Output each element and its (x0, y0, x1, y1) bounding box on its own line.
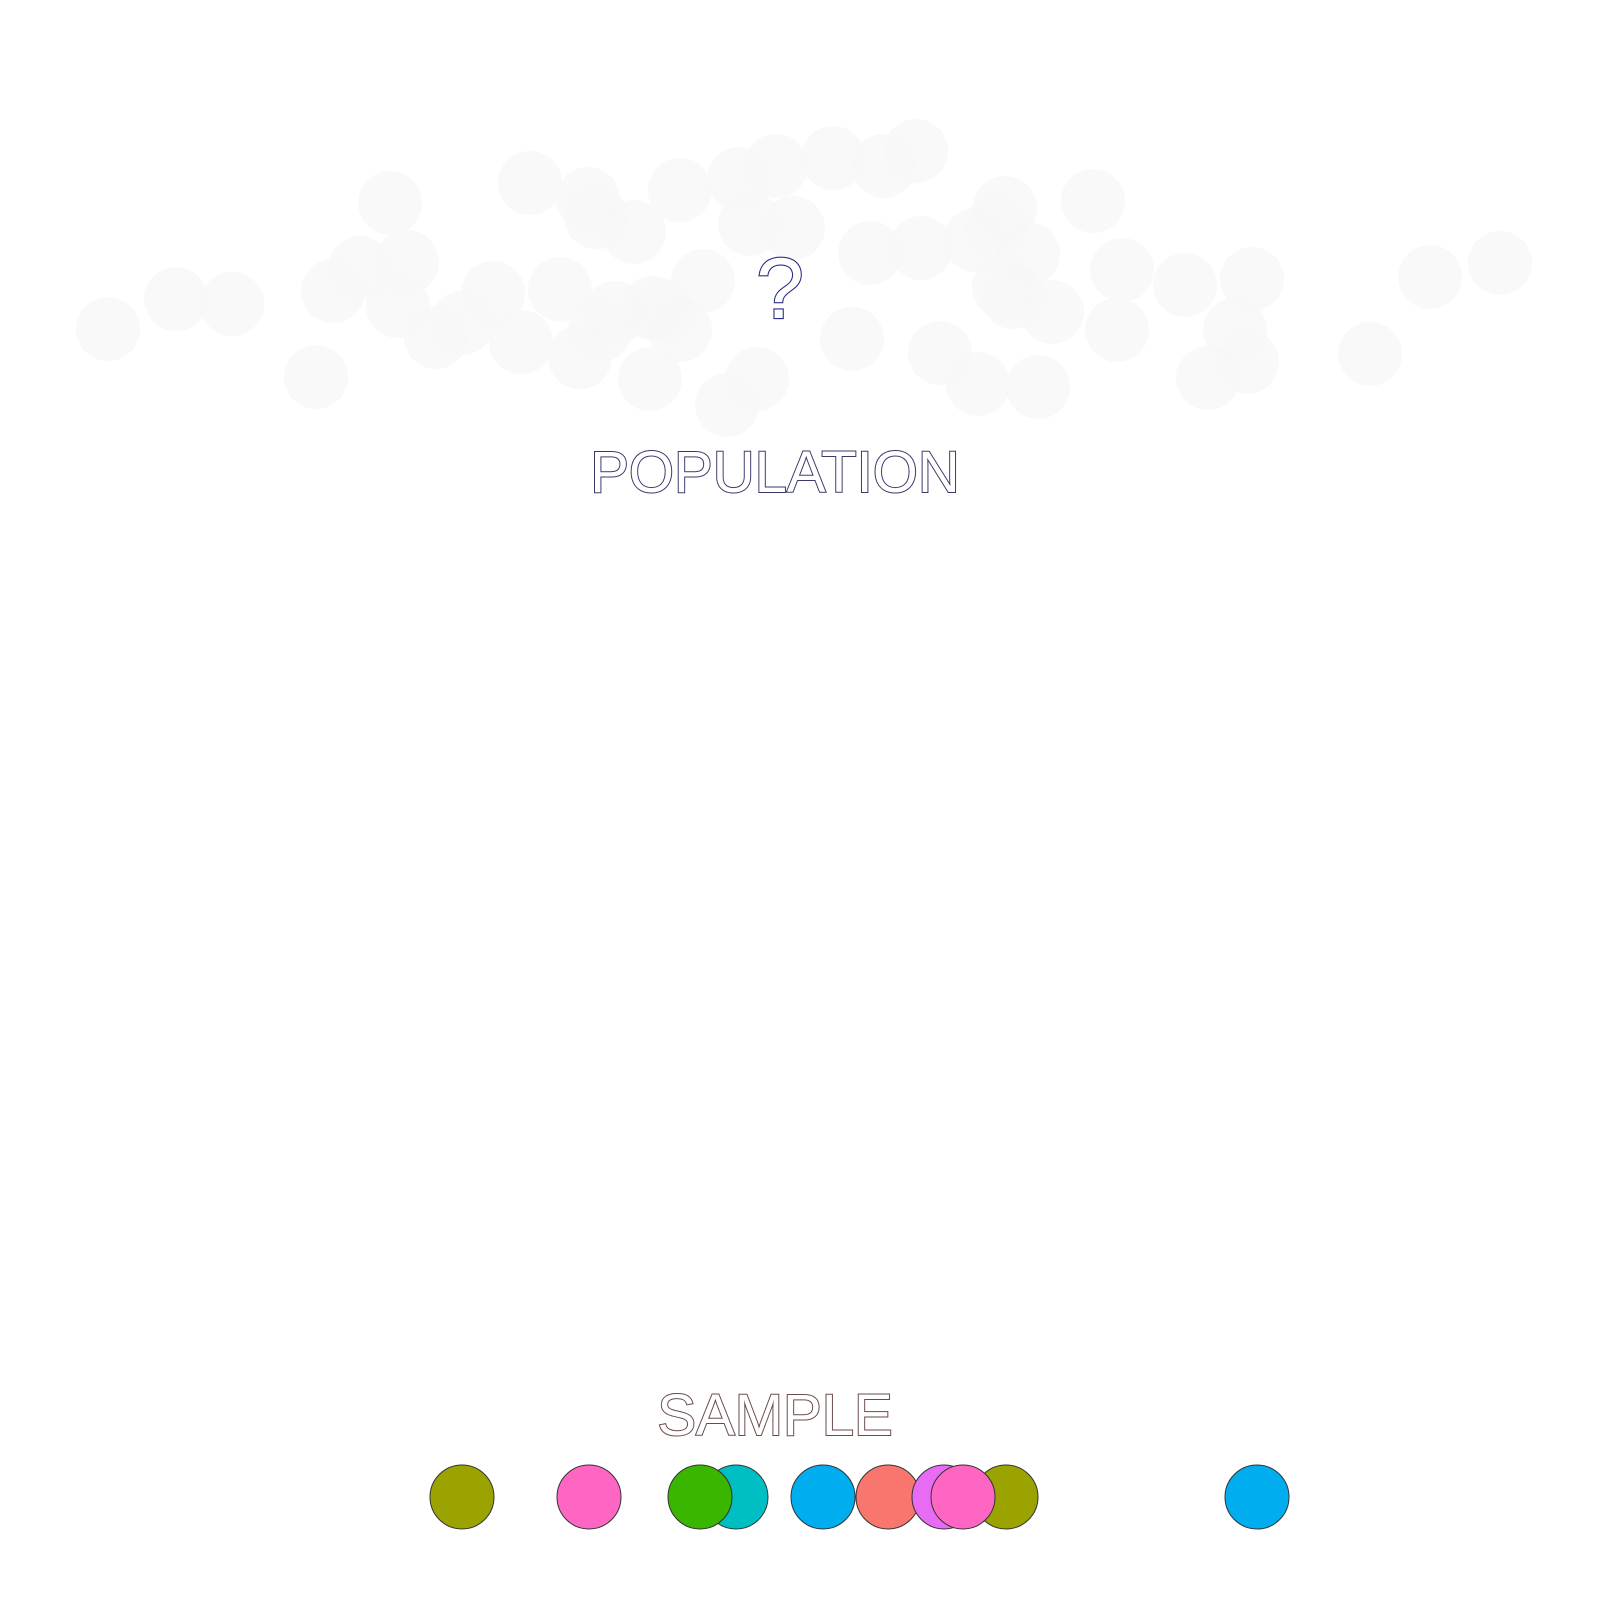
population-dot (1468, 231, 1532, 295)
sample-dot (429, 1464, 495, 1530)
sample-label: SAMPLE (657, 1383, 892, 1448)
population-dot (528, 257, 592, 321)
population-dot (671, 249, 735, 313)
population-dot (1090, 238, 1154, 302)
sample-dot (1224, 1464, 1290, 1530)
sample-dot (930, 1464, 996, 1530)
population-dot (602, 200, 666, 264)
population-dot (461, 261, 525, 325)
sample-dot (790, 1464, 856, 1530)
population-dot (1153, 253, 1217, 317)
population-dot (838, 221, 902, 285)
population-dot (200, 272, 264, 336)
population-dot (1220, 247, 1284, 311)
population-dot (943, 208, 1007, 272)
sample-dot (855, 1464, 921, 1530)
population-dot (820, 307, 884, 371)
population-dot (618, 347, 682, 411)
population-dot (144, 267, 208, 331)
population-dot (801, 126, 865, 190)
population-label: POPULATION (590, 440, 960, 505)
population-dot (648, 158, 712, 222)
population-dot (946, 352, 1010, 416)
population-dot (1398, 245, 1462, 309)
population-dot (284, 345, 348, 409)
population-dots (76, 119, 1532, 437)
population-dot (76, 297, 140, 361)
population-dot (1006, 355, 1070, 419)
population-dot (358, 171, 422, 235)
population-dot (1215, 330, 1279, 394)
population-dot (884, 119, 948, 183)
population-dot (981, 265, 1045, 329)
population-dot (744, 134, 808, 198)
sample-dot (556, 1464, 622, 1530)
sample-dot (667, 1464, 733, 1530)
population-dot (1338, 322, 1402, 386)
population-question-mark: ? (756, 241, 804, 337)
population-dot (568, 298, 632, 362)
population-dot (648, 298, 712, 362)
population-dot (889, 216, 953, 280)
population-dot (725, 347, 789, 411)
population-dot (1085, 298, 1149, 362)
population-dot (761, 196, 825, 260)
population-dot (489, 310, 553, 374)
population-dot (498, 151, 562, 215)
population-dot (1061, 169, 1125, 233)
sample-dots (429, 1464, 1290, 1530)
